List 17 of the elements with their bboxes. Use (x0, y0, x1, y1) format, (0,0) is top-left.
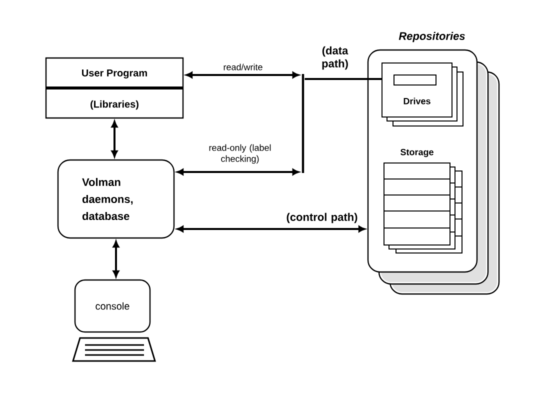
arrow (111, 120, 118, 158)
console-terminal: console (72, 279, 156, 362)
arrow (112, 240, 120, 278)
node-label: Storage (400, 148, 434, 158)
storage-stack: Storage (384, 148, 462, 254)
arrow (176, 226, 366, 232)
daemon-box: Volman daemons, database (57, 159, 175, 239)
edge-label: (control path) (286, 212, 358, 224)
node-label: Repositories (398, 32, 465, 42)
edge-label: read-only (label checking) (209, 144, 271, 164)
edge-label: read/write (224, 64, 262, 70)
program-box: User Program (Libraries) (45, 57, 184, 119)
drive-stack: Drives (382, 62, 464, 126)
bus-bar (302, 74, 304, 173)
arrow (176, 168, 300, 176)
arrow (186, 72, 300, 78)
edge-label: (data path) (322, 46, 348, 70)
